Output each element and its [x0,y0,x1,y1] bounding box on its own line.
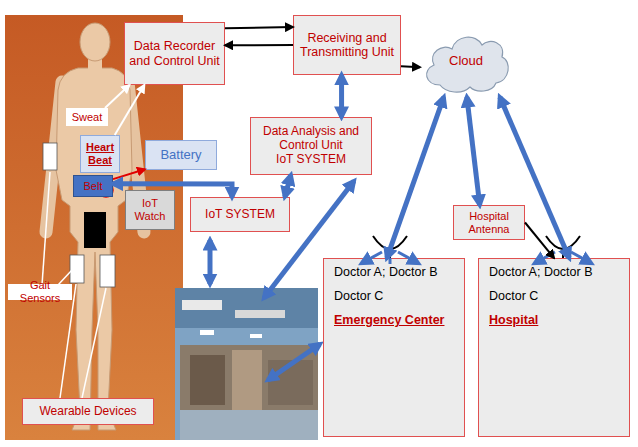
node-text: Emergency Center [334,312,444,328]
center-box: Doctor A; Doctor B Doctor C Hospital [478,258,630,437]
leader-line [82,288,106,398]
node-text: Receiving and Transmitting Unit [296,31,398,60]
node-text: Data Recorder and Control Unit [127,39,222,68]
antenna-arrow [571,252,591,263]
antenna-arrow [389,258,392,264]
antenna-dish [373,236,407,249]
connector-arrow [387,97,444,258]
connector-arrow [500,97,569,258]
battery-box: Battery [145,140,217,170]
connector-arrow [285,175,291,197]
connector-arrow [339,75,344,117]
harbor-pier [235,310,285,318]
connector-arrow [115,85,145,135]
antenna-arrow [362,252,382,263]
node-text: Doctor C [334,288,383,304]
antenna-mast [562,249,564,258]
sensor-patch [70,255,84,283]
connector-arrow [113,169,145,179]
leader-line [58,270,72,285]
harbor-boat [250,334,262,338]
node-text: Hospital Antenna [456,210,522,235]
harbor-building [190,355,225,405]
figure-garment [84,212,106,248]
node-text: Heart Beat [83,141,117,166]
connector-arrow [401,65,420,68]
belt-box: Belt [73,175,113,197]
sensor-patch [100,255,115,287]
cloud-outline [427,37,509,92]
node-text: Doctor A; Doctor B [489,264,593,280]
node-text: Belt [84,180,103,193]
link-arrow [268,344,320,380]
harbor-boat [200,330,214,335]
connector-arrow [467,97,480,205]
process-box: Receiving and Transmitting Unit [293,15,401,75]
node-text: Doctor C [489,288,538,304]
process-box: Data Analysis and Control UnitIoT SYSTEM [250,117,372,175]
sensor-box: Heart Beat [80,135,120,173]
antenna-mast [389,249,391,258]
sensor-label: Sweat [66,108,108,126]
harbor-building [232,350,262,410]
process-box: IoT SYSTEM [190,197,290,232]
connector-arrow [113,184,232,197]
node-text: Wearable Devices [39,405,136,419]
leader-line [60,284,76,398]
center-box: Doctor A; Doctor B Doctor C Emergency Cent… [323,258,465,437]
node-text: Cloud [449,54,483,69]
connector-arrow [225,27,293,28]
node-text: Battery [160,148,201,163]
harbor-photo [175,288,318,440]
leader-line [42,172,50,285]
group-label-box: Wearable Devices [22,398,154,425]
harbor-water [175,288,318,328]
watch-box: IoT Watch [125,190,175,230]
node-text: IoT SYSTEM [276,153,346,167]
link-arrow [208,240,213,284]
node-text: Hospital [489,312,538,328]
process-box: Data Recorder and Control Unit [124,22,225,85]
node-text: Data Analysis and Control Unit [253,125,369,153]
antenna-arrow [535,252,555,263]
node-text: IoT Watch [128,197,172,222]
figure-head [80,23,110,61]
cloud-shape: Cloud [420,25,512,97]
node-text: Sweat [72,111,103,124]
antenna-arrow [398,252,418,263]
connector-arrow [225,44,293,46]
connector-arrow [105,85,129,108]
node-text: IoT SYSTEM [205,208,275,222]
connector-arrow [525,223,554,259]
harbor-street [180,410,318,440]
node-text: Doctor A; Doctor B [334,264,438,280]
sensor-label: Gait Sensors [8,284,72,300]
sensor-patch [43,143,57,170]
harbor-pier [182,300,222,310]
node-text: Gait Sensors [10,279,70,304]
antenna-dish [546,236,580,249]
figure-body [56,68,132,430]
antenna-box: Hospital Antenna [453,205,525,240]
